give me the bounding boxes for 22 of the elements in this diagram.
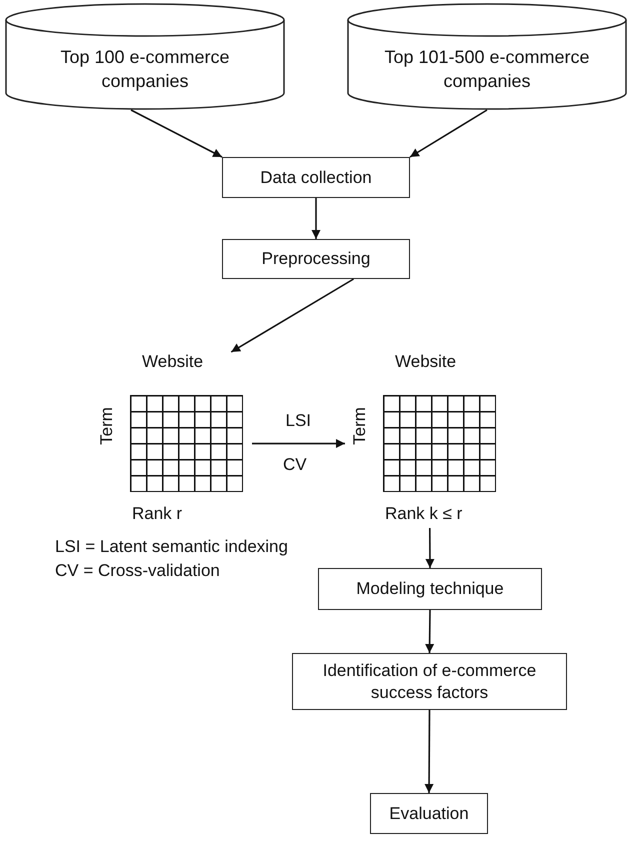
process-box: Preprocessing bbox=[222, 239, 410, 279]
arrow bbox=[130, 109, 222, 158]
arrow bbox=[252, 439, 345, 448]
process-box: Evaluation bbox=[370, 793, 488, 834]
arrow bbox=[230, 278, 354, 353]
process-box: Modeling technique bbox=[318, 568, 542, 610]
abbreviation-note: LSI = Latent semantic indexing bbox=[55, 537, 288, 557]
row-label: Term bbox=[96, 407, 117, 445]
arrow bbox=[410, 109, 488, 158]
row-label: Term bbox=[350, 407, 370, 445]
database-label: Top 100 e-commerce companies bbox=[59, 46, 231, 93]
arrow bbox=[312, 198, 320, 239]
rank-label: Rank r bbox=[132, 504, 182, 524]
arrow bbox=[425, 610, 434, 653]
arrow bbox=[425, 528, 434, 568]
process-box: Data collection bbox=[222, 157, 410, 198]
rank-label: Rank k ≤ r bbox=[385, 504, 462, 524]
arrow bbox=[424, 710, 434, 793]
database-label: Top 101-500 e-commerce companies bbox=[383, 46, 591, 93]
column-label: Website bbox=[142, 352, 204, 372]
column-label: Website bbox=[395, 352, 456, 372]
process-box: Identification of e-commerce success factors bbox=[292, 653, 567, 710]
